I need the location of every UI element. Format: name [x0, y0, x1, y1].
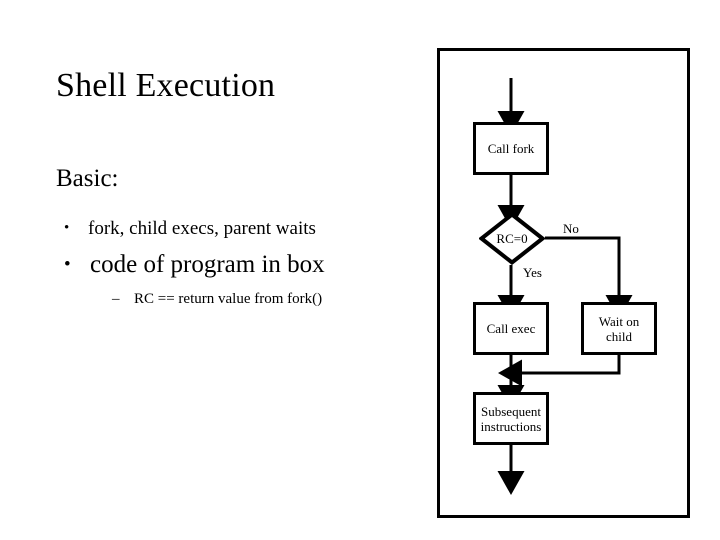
bullet-marker-icon: •: [64, 254, 71, 275]
list-item-sub: –RC == return value from fork(): [112, 289, 322, 309]
bullet-marker-icon: •: [64, 220, 70, 236]
flow-node-call-fork[interactable]: Call fork: [473, 122, 549, 175]
flow-node-subsequent-instructions[interactable]: Subsequent instructions: [473, 392, 549, 445]
flow-node-wait-on-child[interactable]: Wait on child: [581, 302, 657, 355]
flow-node-label-line1: Subsequent: [481, 403, 541, 419]
diamond-shape-icon: [479, 212, 545, 265]
dash-marker-icon: –: [112, 291, 120, 307]
page-title: Shell Execution: [56, 67, 276, 104]
section-heading: Basic:: [56, 165, 119, 192]
flow-node-label-line1: Wait on: [598, 313, 640, 329]
flow-node-call-exec[interactable]: Call exec: [473, 302, 549, 355]
list-item-label: fork, child execs, parent waits: [88, 218, 316, 239]
flow-node-label: Call fork: [487, 141, 535, 156]
flow-node-label: RC=0: [496, 231, 528, 246]
slide-text-column: Shell Execution Basic: • fork, child exec…: [56, 66, 426, 307]
edge-label-yes: Yes: [523, 265, 542, 280]
edge-wait-to-merge: [498, 355, 621, 387]
flow-node-label: Call exec: [486, 321, 536, 336]
list-item-label: code of program in box: [90, 251, 325, 278]
list-item: • code of program in box: [64, 250, 325, 280]
list-item-sub-label: RC == return value from fork(): [134, 291, 323, 307]
flow-node-decision[interactable]: RC=0: [479, 212, 545, 265]
flow-node-label-line2: instructions: [480, 418, 542, 434]
flow-node-label: Subsequent instructions: [481, 404, 542, 434]
flow-node-label-line2: child: [605, 328, 632, 344]
flow-node-label: Wait on child: [599, 314, 639, 344]
list-item: • fork, child execs, parent waits: [64, 216, 316, 241]
edge-label-no: No: [563, 221, 579, 236]
flowchart-connectors: [497, 78, 633, 495]
edge-no-to-wait: [545, 236, 633, 319]
